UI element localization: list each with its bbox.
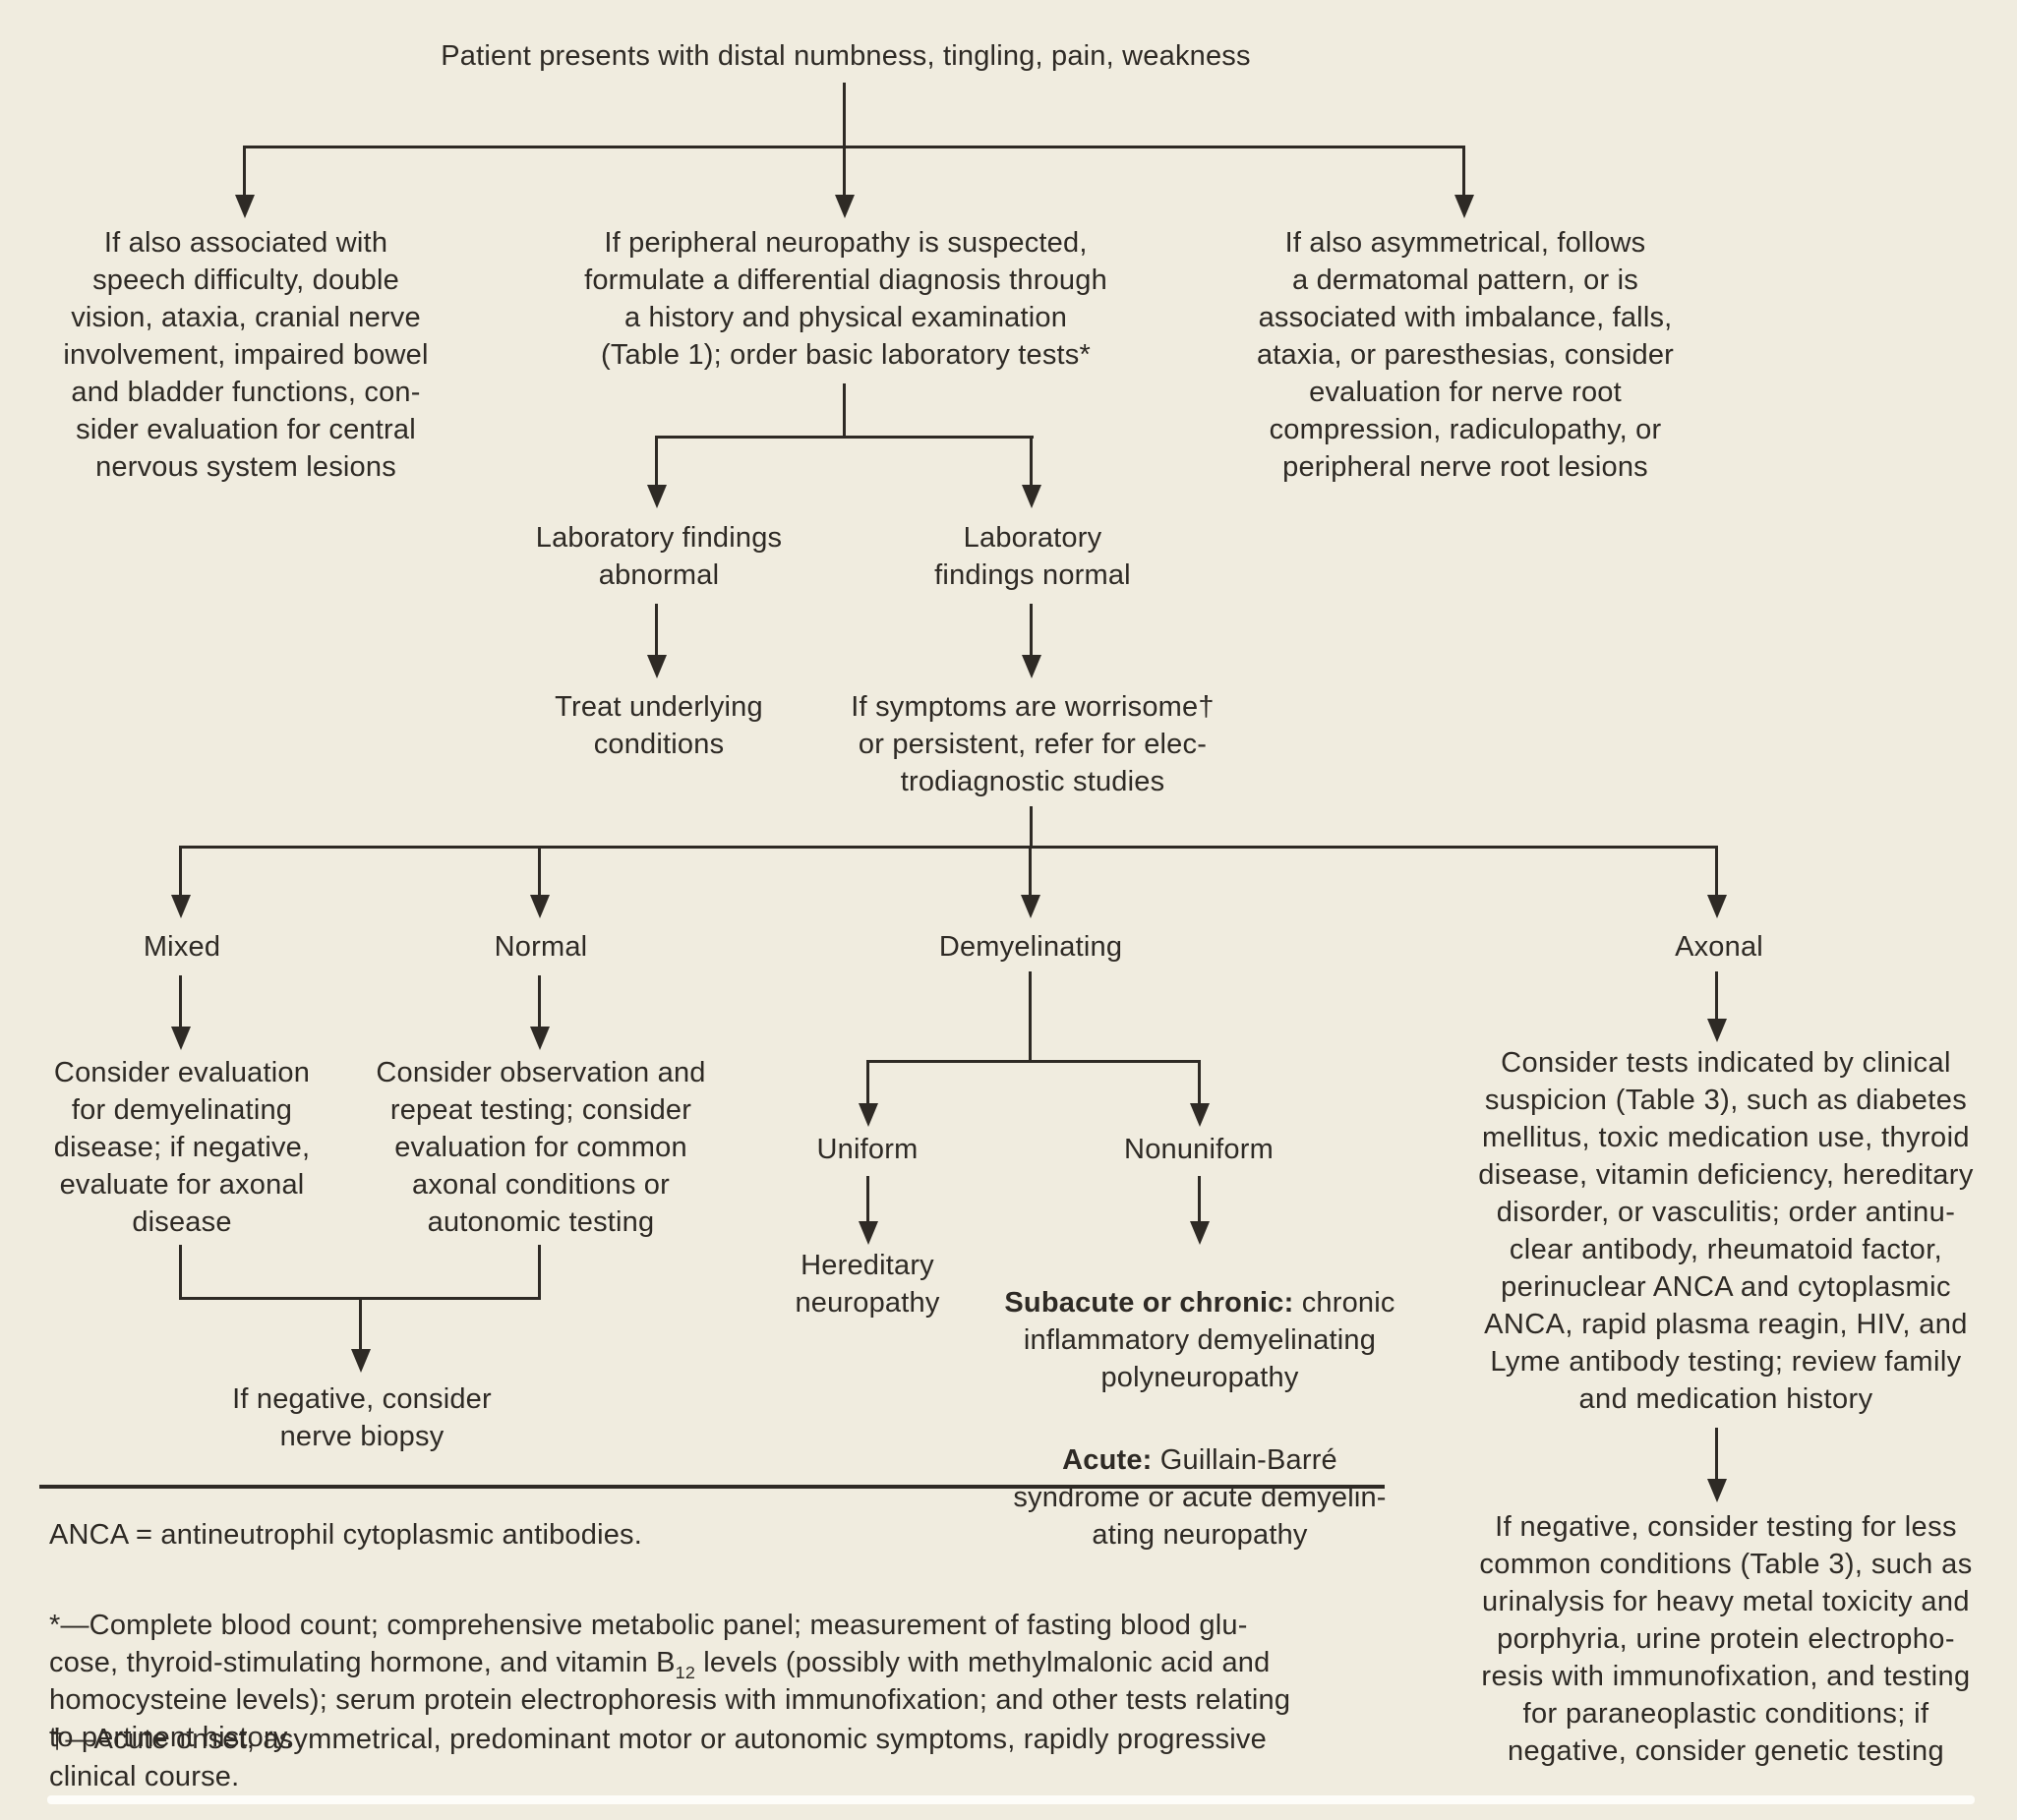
flow-arrow	[1198, 1060, 1201, 1103]
electrodiagnostic-referral-node: If symptoms are worrisome† or persistent…	[851, 691, 1215, 797]
footnote-asterisk-text: *—Complete blood count; comprehensive me…	[49, 1610, 1248, 1678]
lab-normal-node: Laboratory findings normal	[934, 522, 1131, 591]
acute-label: Acute:	[1062, 1444, 1153, 1476]
footnote-asterisk-text-cont: levels (possibly with methylmalonic acid…	[49, 1647, 1291, 1753]
connector-line	[867, 1060, 1201, 1063]
axonal-label: Axonal	[1675, 931, 1763, 963]
differential-diagnosis-node: If peripheral neuropathy is suspected, f…	[584, 227, 1107, 371]
footnote-anca: ANCA = antineutrophil cytoplasmic antibo…	[49, 1519, 643, 1551]
hereditary-neuropathy-node: Hereditary neuropathy	[795, 1250, 940, 1319]
flow-arrow	[1030, 604, 1033, 655]
mixed-label: Mixed	[143, 931, 221, 963]
flow-arrow	[538, 975, 541, 1027]
lab-abnormal-node: Laboratory findings abnormal	[535, 522, 783, 591]
patient-presentation-node: Patient presents with distal numbness, t…	[441, 40, 1251, 72]
connector-line	[538, 1245, 541, 1300]
flow-arrow	[1029, 846, 1032, 895]
demyelinating-label: Demyelinating	[938, 931, 1123, 963]
nerve-biopsy-node: If negative, consider nerve biopsy	[232, 1383, 492, 1452]
treat-underlying-node: Treat underlying conditions	[555, 691, 763, 760]
uniform-label: Uniform	[816, 1134, 919, 1165]
acute-text: Guillain-Barré syndrome or acute demyeli…	[1013, 1444, 1387, 1551]
subacute-text: chronic inflammatory demyelinating polyn…	[1023, 1287, 1395, 1393]
mixed-action-node: Consider evaluation for demyelinating di…	[53, 1057, 311, 1238]
subacute-label: Subacute or chronic:	[1004, 1287, 1294, 1319]
flow-arrow	[179, 975, 182, 1027]
connector-line	[656, 436, 1034, 439]
footnote-dagger: †—Acute onset, asymmetrical, predominant…	[49, 1724, 1267, 1792]
connector-line	[179, 1245, 182, 1300]
bottom-highlight-line	[47, 1795, 1975, 1804]
connector-line	[179, 1297, 541, 1300]
flow-arrow	[866, 1176, 869, 1221]
flow-arrow	[1715, 971, 1718, 1019]
axonal-action-node: Consider tests indicated by clinical sus…	[1478, 1047, 1974, 1415]
flow-arrow	[1462, 146, 1465, 195]
flow-arrow	[179, 846, 182, 895]
footnote-divider	[39, 1485, 1385, 1489]
connector-line	[843, 83, 846, 147]
nerve-root-evaluation-node: If also asymmetrical, follows a dermatom…	[1256, 227, 1675, 483]
flow-arrow	[1715, 846, 1718, 895]
cns-evaluation-node: If also associated with speech difficult…	[63, 227, 429, 483]
flow-arrow	[243, 146, 246, 195]
flow-arrow	[655, 436, 658, 485]
subacute-paragraph: Subacute or chronic: chronic inflammator…	[969, 1284, 1431, 1396]
flow-arrow	[866, 1060, 869, 1103]
footnote-b12-subscript: 12	[675, 1662, 696, 1682]
flow-arrow	[1715, 1428, 1718, 1479]
normal-action-node: Consider observation and repeat testing;…	[376, 1057, 706, 1238]
flow-arrow	[538, 846, 541, 895]
connector-line	[1029, 971, 1032, 1062]
normal-label: Normal	[494, 931, 588, 963]
flow-arrow	[655, 604, 658, 655]
axonal-negative-node: If negative, consider testing for less c…	[1479, 1511, 1973, 1767]
connector-line	[244, 146, 1465, 148]
nonuniform-label: Nonuniform	[1124, 1134, 1274, 1165]
flow-arrow	[359, 1300, 362, 1349]
connector-line	[180, 846, 1718, 849]
connector-line	[843, 383, 846, 438]
footnote-asterisk: *—Complete blood count; comprehensive me…	[49, 1569, 1436, 1756]
flow-arrow	[1198, 1176, 1201, 1221]
flow-arrow	[1030, 436, 1033, 485]
connector-line	[1030, 806, 1033, 848]
nonuniform-action-node: Subacute or chronic: chronic inflammator…	[969, 1247, 1431, 1591]
acute-paragraph: Acute: Guillain-Barré syndrome or acute …	[969, 1441, 1431, 1554]
flow-arrow	[843, 146, 846, 195]
